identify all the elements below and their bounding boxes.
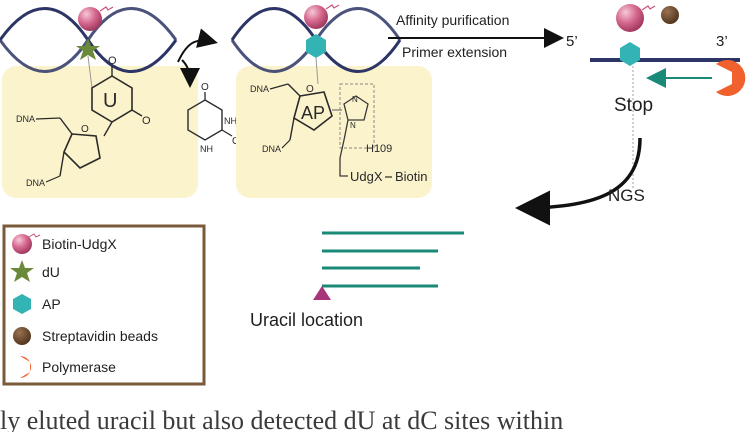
ngs-group: NGS — [515, 137, 645, 226]
footer-text: ly eluted uracil but also detected dU at… — [0, 406, 564, 432]
step1-highlight — [2, 66, 198, 198]
step2-biotin-udgx — [304, 5, 328, 29]
free-uracil-ring — [187, 99, 223, 141]
free-uracil-nh-right: NH — [224, 116, 237, 126]
step2-imidazole-n2: N — [350, 121, 356, 130]
step2-dna-link-1 — [269, 83, 289, 90]
step1-group: U O O O DNA DNA — [0, 6, 198, 198]
step2-highlight — [236, 66, 432, 198]
step2-sugar-oxygen: O — [306, 84, 314, 95]
legend-item-biotin-udgx: Biotin-UdgX — [12, 233, 117, 254]
legend-item-du: dU — [10, 260, 60, 282]
step2-ap-hexagon — [306, 34, 326, 58]
reads-group — [322, 231, 464, 288]
legend-item-polymerase: Polymerase — [20, 356, 116, 378]
step2-enzyme-label: UdgX — [350, 169, 383, 184]
step2-group: AP O DNA DNA N N H109 UdgX Biotin — [230, 4, 432, 198]
step2-residue-label: H109 — [366, 143, 392, 155]
legend-item-ap: AP — [13, 294, 61, 314]
legend-label-du: dU — [42, 264, 60, 280]
step2-dna-label-2: DNA — [262, 144, 281, 154]
polymerase-shape — [716, 60, 746, 97]
strand-group: 5’ 3’ Stop — [566, 4, 746, 190]
step2-imidazole-n1: N — [352, 95, 358, 104]
step1-sugar-ring — [63, 133, 101, 169]
uracil-location-label: Uracil location — [250, 310, 363, 330]
strand-biotin-udgx — [616, 4, 644, 32]
legend-hexagon-icon — [13, 294, 31, 314]
step1-dna-link-1 — [35, 117, 61, 120]
strand-ap-hexagon — [620, 42, 640, 66]
step1-5prime-bond — [59, 117, 73, 135]
step2-link-line — [315, 57, 319, 85]
step2-ap-sugar — [293, 91, 333, 131]
step2-base-letter: AP — [301, 103, 325, 123]
step1-oxygen-top: O — [108, 55, 117, 67]
step1-biotin-tail — [99, 6, 114, 12]
step2-3prime-bond — [289, 117, 295, 141]
legend-border — [2, 224, 206, 386]
free-uracil-carbonyl-right — [221, 129, 233, 137]
step1-glycosidic-bond — [103, 121, 113, 137]
step2-5prime-bond — [287, 83, 301, 97]
legend: Biotin-UdgX dU AP Streptavidin beads Pol… — [2, 224, 206, 386]
five-prime-label: 5’ — [566, 33, 578, 50]
legend-label-biotin-udgx: Biotin-UdgX — [42, 236, 117, 252]
legend-biotin-tail — [28, 233, 41, 238]
step1-dna-label-2: DNA — [26, 178, 45, 188]
legend-item-streptavidin: Streptavidin beads — [13, 327, 158, 345]
three-prime-label: 3’ — [716, 33, 728, 50]
step1-link-line — [87, 55, 93, 89]
step1-carbonyl-right — [131, 109, 143, 117]
footer-text-fragment: ly eluted uracil but also detected dU at… — [0, 404, 750, 432]
release-arrow-down — [179, 59, 200, 88]
free-uracil-oxygen-top: O — [201, 82, 209, 93]
uracil-location-marker — [313, 286, 331, 300]
step1-du-star — [76, 38, 100, 60]
strand-biotin-tail — [641, 5, 656, 11]
legend-biotin-udgx-icon — [12, 234, 32, 254]
step2-biotin-label: Biotin — [395, 169, 428, 184]
step1-dna-label-1: DNA — [16, 114, 35, 124]
ngs-label: NGS — [608, 186, 645, 205]
streptavidin-bead — [661, 6, 679, 24]
free-uracil-nh-bottom: NH — [200, 144, 213, 154]
step1-sugar-oxygen: O — [81, 124, 89, 135]
affinity-arrow-group: Affinity purification Primer extension — [388, 12, 564, 60]
ngs-arrow — [515, 137, 642, 226]
step1-dna-link-2 — [45, 175, 61, 183]
affinity-line-1: Affinity purification — [396, 12, 509, 28]
step2-residue-box — [339, 83, 375, 149]
legend-label-polymerase: Polymerase — [42, 359, 116, 375]
step1-biotin-udgx — [78, 7, 102, 31]
step2-dna-label-1: DNA — [250, 84, 269, 94]
affinity-line-2: Primer extension — [402, 44, 507, 60]
legend-star-icon — [10, 260, 34, 282]
step2-imidazole-ring — [343, 95, 369, 121]
stop-label: Stop — [614, 95, 653, 116]
legend-label-streptavidin: Streptavidin beads — [42, 328, 158, 344]
step1-base-letter: U — [103, 90, 117, 112]
legend-label-ap: AP — [42, 296, 61, 312]
step2-dna-link-2 — [281, 139, 291, 149]
step2-biotin-tail — [325, 4, 340, 10]
step2-side-chain — [339, 119, 349, 177]
step1-3prime-bond — [59, 151, 65, 177]
step1-oxygen-right: O — [142, 115, 151, 127]
release-arrow-right — [177, 28, 218, 63]
legend-bead-icon — [13, 327, 31, 345]
